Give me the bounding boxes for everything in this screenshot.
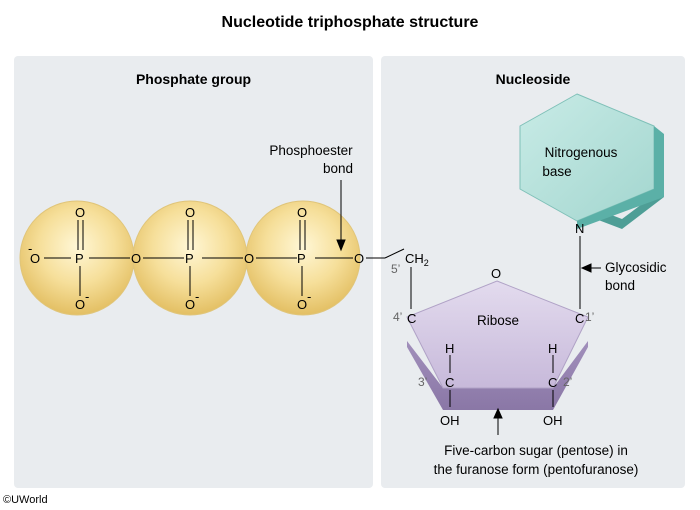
phosphate-1-charge: - <box>85 289 89 304</box>
copyright-notice: ©UWorld <box>3 494 48 506</box>
c1-carbon: C <box>575 311 584 326</box>
ribose-depth <box>407 341 588 410</box>
terminal-charge: - <box>28 241 32 256</box>
c5-ch2: CH2 <box>405 251 429 268</box>
arrows <box>336 180 601 435</box>
c3-hydrogen: H <box>445 341 454 356</box>
phosphoester-label-line1: Phosphoester <box>269 143 353 158</box>
phosphate-3-oxygen-bottom: O <box>297 297 307 312</box>
c2-hydrogen: H <box>548 341 557 356</box>
phosphoester-arrow-head <box>336 239 346 252</box>
phosphate-2-oxygen-bottom: O <box>185 297 195 312</box>
c3-hydroxyl: OH <box>440 413 460 428</box>
phosphate-1-p: P <box>75 251 84 266</box>
sugar-label-line1: Five-carbon sugar (pentose) in <box>444 443 628 458</box>
phosphate-1-oxygen-bottom: O <box>75 297 85 312</box>
phosphate-group-title: Phosphate group <box>135 71 252 87</box>
phosphate-2-charge: - <box>195 289 199 304</box>
glycosidic-label-line1: Glycosidic <box>605 260 667 275</box>
base-label-line1: Nitrogenous <box>545 145 618 160</box>
c4-number: 4’ <box>393 310 402 324</box>
ribose-pentagon <box>406 280 589 389</box>
c2-carbon: C <box>548 375 557 390</box>
bridge-oxygen-2: O <box>244 251 254 266</box>
phosphate-oxygen-terminal: O <box>30 251 40 266</box>
ring-oxygen: O <box>491 266 501 281</box>
phosphate-3-oxygen-top: O <box>297 205 307 220</box>
glycosidic-arrow-head <box>580 263 592 273</box>
c2-hydroxyl: OH <box>543 413 563 428</box>
sugar-arrow-head <box>493 407 503 419</box>
glycosidic-label-line2: bond <box>605 278 635 293</box>
c2-number: 2’ <box>563 375 572 389</box>
base-nitrogen: N <box>575 221 584 236</box>
base-right-face <box>577 126 664 229</box>
bonds <box>44 220 581 407</box>
sugar-label-line2: the furanose form (pentofuranose) <box>434 462 639 477</box>
ester-oxygen: O <box>354 251 364 266</box>
phosphate-2-oxygen-top: O <box>185 205 195 220</box>
bridge-oxygen-1: O <box>131 251 141 266</box>
base-label-line2: base <box>542 164 571 179</box>
nucleoside-title: Nucleoside <box>495 71 571 87</box>
base-side-face <box>580 134 664 229</box>
phosphoester-label-line2: bond <box>323 161 353 176</box>
phosphate-3-charge: - <box>307 289 311 304</box>
phosphate-3-p: P <box>297 251 306 266</box>
c5-number: 5’ <box>391 262 400 276</box>
c1-number: 1’ <box>585 310 594 324</box>
phosphate-2-p: P <box>185 251 194 266</box>
c4-carbon: C <box>407 311 416 326</box>
ribose-label: Ribose <box>477 313 519 328</box>
diagram-title: Nucleotide triphosphate structure <box>221 14 479 31</box>
phosphate-sphere-3 <box>245 200 361 316</box>
c3-carbon: C <box>445 375 454 390</box>
c3-number: 3’ <box>418 375 427 389</box>
phosphate-1-oxygen-top: O <box>75 205 85 220</box>
